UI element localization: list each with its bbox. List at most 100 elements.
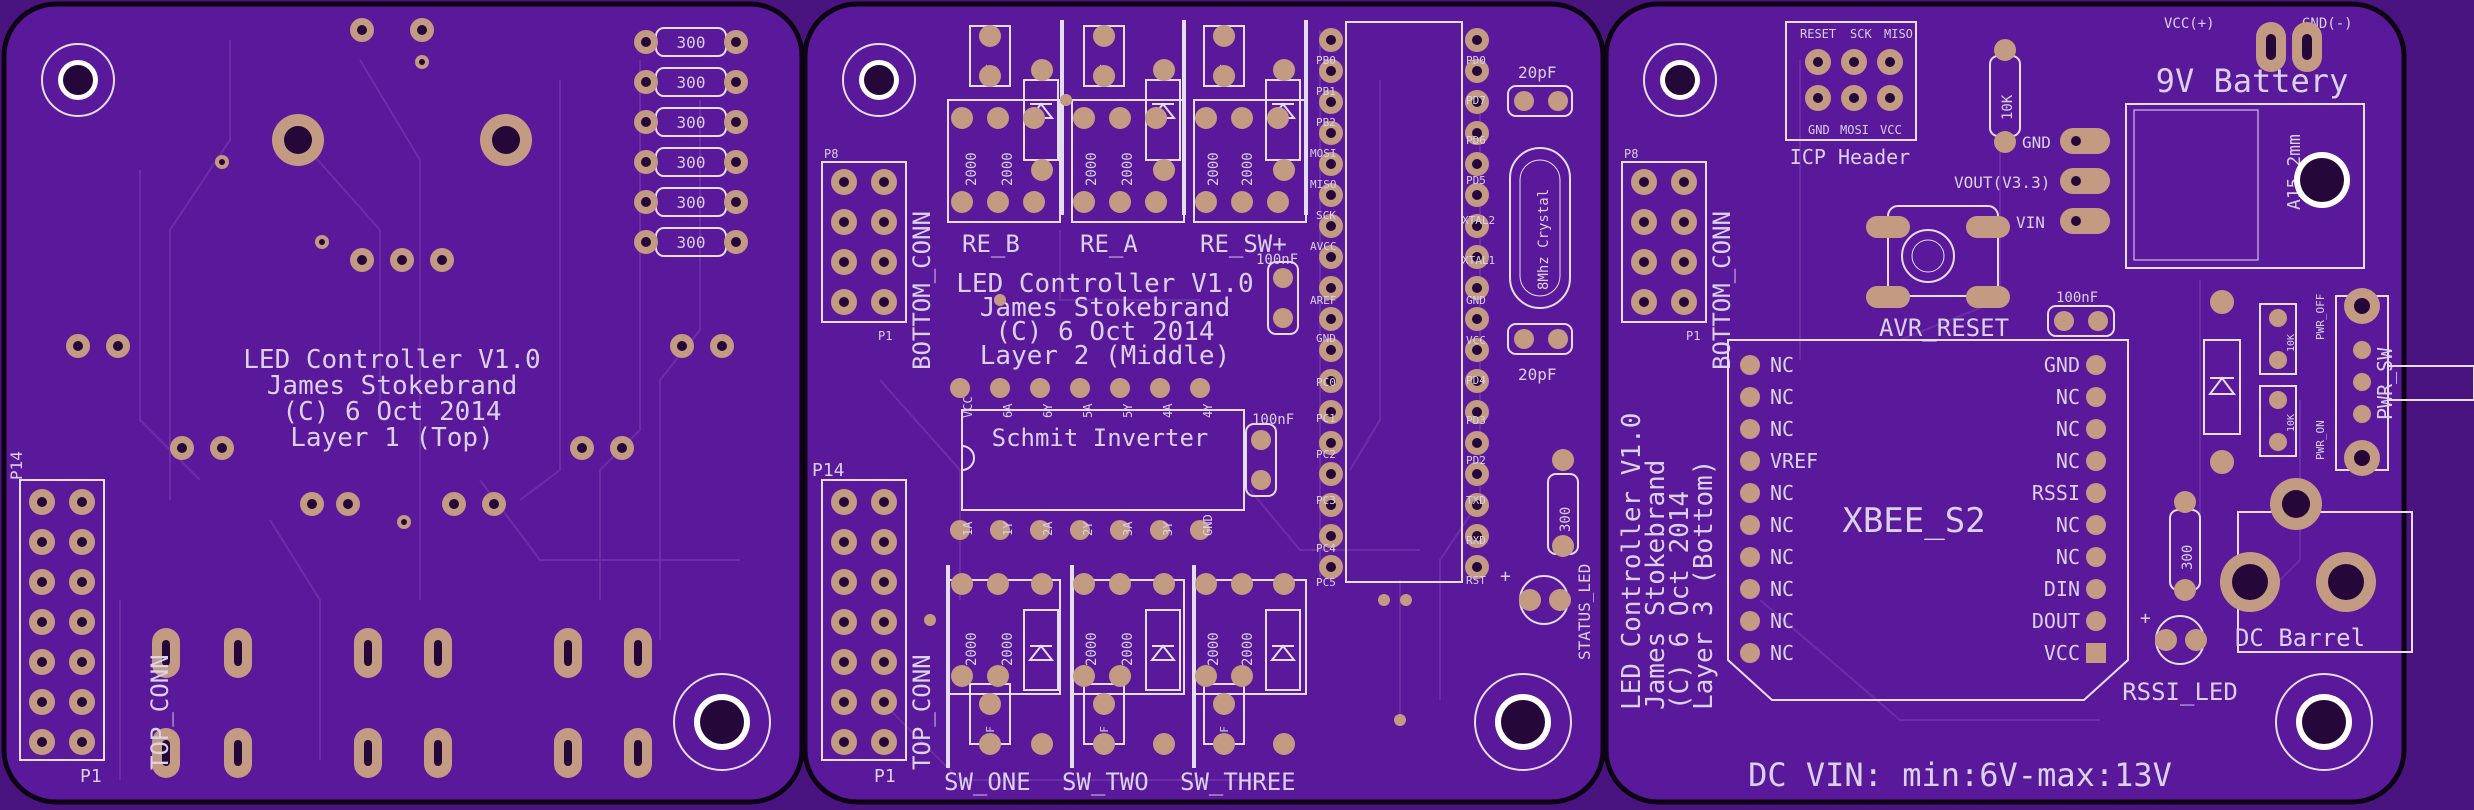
board-outline-bottom [1603, 1, 2407, 805]
svg-text:PD6: PD6 [1466, 134, 1486, 147]
svg-text:NC: NC [2056, 417, 2080, 441]
label-rssi-led: RSSI_LED [2122, 678, 2238, 706]
svg-text:+: + [2140, 608, 2151, 629]
svg-text:NC: NC [1770, 353, 1794, 377]
svg-text:2000: 2000 [1206, 152, 1222, 186]
encoder-pads-top [951, 25, 1295, 213]
cap-100nf-mcu: 100nF [1256, 252, 1299, 335]
encoder-group-re-sw: 1nF 2000 2000 RE_SW+ [1193, 20, 1308, 258]
icp-header: RESET SCK MISO GND MOSI VCC ICP Header [1785, 21, 1917, 169]
slot-pads-top [152, 628, 652, 778]
svg-text:2000: 2000 [1120, 632, 1136, 666]
svg-text:PC1: PC1 [1316, 412, 1336, 425]
label-vcc-plus: VCC(+) [2164, 16, 2215, 32]
svg-text:1Y: 1Y [1001, 521, 1015, 536]
svg-text:XTAL2: XTAL2 [1462, 214, 1495, 227]
svg-text:(C) 6 Oct 2014: (C) 6 Oct 2014 [1665, 491, 1695, 710]
svg-text:SCK: SCK [1316, 209, 1336, 222]
svg-text:VCC: VCC [1466, 334, 1486, 347]
rssi-led: 300 + RSSI_LED [2122, 491, 2238, 706]
svg-text:20pF: 20pF [1518, 63, 1557, 82]
svg-text:NC: NC [1770, 385, 1794, 409]
power-switch: 10K 10K PWR_OFF PWR_ON PWR_SW [2259, 288, 2474, 476]
svg-text:2A: 2A [1041, 521, 1055, 536]
label-p14: P14 [812, 460, 845, 481]
board-outline-top [1, 1, 805, 805]
header-bottom-conn-bottom: P8 P1 BOTTOM_CONN [1621, 147, 1736, 370]
title-line-1: LED Controller V1.0 [243, 345, 540, 375]
pads-top [66, 18, 734, 529]
svg-text:PD3: PD3 [1466, 414, 1486, 427]
title-block-bottom: LED Controller V1.0 James Stokebrand (C)… [1617, 413, 1719, 710]
crystal-8mhz: 20pF 8Mhz Crystal 20pF [1507, 63, 1573, 384]
svg-text:MISO: MISO [1884, 27, 1913, 41]
avr-reset-button: AVR_RESET [1866, 205, 2010, 342]
mount-hole-ring [41, 43, 115, 117]
svg-text:+: + [1500, 566, 1511, 587]
svg-text:2000: 2000 [964, 152, 980, 186]
board-bottom: RESET SCK MISO GND MOSI VCC ICP Header 1… [1617, 16, 2474, 794]
svg-text:2000: 2000 [1084, 632, 1100, 666]
label-p1: P1 [878, 329, 892, 343]
voltage-regulator: A15,2mm GND VOUT(V3.3) VIN [1954, 103, 2365, 269]
svg-text:VCC: VCC [1880, 123, 1902, 137]
label-pwr-sw: PWR_SW [2373, 347, 2397, 420]
svg-text:PB2: PB2 [1316, 116, 1336, 129]
svg-text:3Y: 3Y [1161, 521, 1175, 536]
svg-text:SCK: SCK [1850, 27, 1872, 41]
label-schmitt-inverter: Schmit Inverter [992, 424, 1209, 452]
svg-text:NC: NC [1770, 545, 1794, 569]
svg-text:MOSI: MOSI [1840, 123, 1869, 137]
svg-text:(C) 6 Oct 2014: (C) 6 Oct 2014 [995, 317, 1214, 347]
svg-text:6Y: 6Y [1041, 403, 1055, 418]
svg-text:LED Controller V1.0: LED Controller V1.0 [956, 269, 1253, 299]
svg-text:100nF: 100nF [1256, 252, 1298, 268]
label-p1: P1 [874, 766, 896, 787]
switch-group-sw-three: 1nF 2000 2000 SW_THREE [1180, 565, 1307, 796]
svg-text:Layer 3 (Bottom): Layer 3 (Bottom) [1689, 460, 1719, 710]
label-sw-one: SW_ONE [944, 768, 1031, 796]
resistor-value: 300 [677, 193, 706, 212]
svg-text:MOSI: MOSI [1310, 147, 1337, 160]
title-line-4: Layer 1 (Top) [290, 423, 494, 453]
svg-text:NC: NC [1770, 609, 1794, 633]
svg-text:PC2: PC2 [1316, 448, 1336, 461]
title-line-3: (C) 6 Oct 2014 [282, 397, 501, 427]
svg-text:PD0: PD0 [1466, 54, 1486, 67]
title-block-middle: LED Controller V1.0 James Stokebrand (C)… [956, 269, 1253, 371]
svg-text:10K: 10K [2000, 94, 2016, 120]
switch-pads [951, 573, 1295, 755]
svg-text:10K: 10K [2286, 334, 2297, 352]
svg-text:6A: 6A [1001, 403, 1015, 418]
label-p1: P1 [80, 766, 102, 787]
ic-schmitt-inverter: Schmit Inverter VCC 6A 6Y 5A 5Y 4A 4Y 1A… [950, 378, 1245, 540]
svg-text:TXD: TXD [1466, 494, 1486, 507]
encoder-group-re-a: 1nF 2000 2000 RE_A [1071, 20, 1186, 258]
svg-text:2000: 2000 [1000, 152, 1016, 186]
label-xbee: XBEE_S2 [1842, 501, 1985, 541]
svg-text:LED Controller V1.0: LED Controller V1.0 [1617, 413, 1647, 710]
resistor-value: 300 [677, 153, 706, 172]
switch-group-sw-two: 1nF 2000 2000 SW_TWO [1062, 565, 1185, 796]
svg-text:P8: P8 [1624, 147, 1638, 161]
dc-barrel-jack: DC Barrel [2220, 478, 2413, 653]
label-p8: P8 [824, 147, 838, 161]
label-re-sw: RE_SW+ [1200, 230, 1287, 258]
svg-text:PB1: PB1 [1316, 85, 1336, 98]
svg-text:2000: 2000 [1000, 632, 1016, 666]
header-top-conn: P14 P1 TOP_CONN [7, 451, 174, 787]
svg-text:RST: RST [1466, 574, 1486, 587]
power-diode [2203, 290, 2241, 474]
board-middle: P8 P1 BOTTOM_CONN [812, 20, 1594, 796]
svg-text:PD7: PD7 [1466, 94, 1486, 107]
svg-text:1A: 1A [961, 521, 975, 536]
label-icp-header: ICP Header [1790, 145, 1910, 169]
label-sw-two: SW_TWO [1062, 768, 1149, 796]
label-bottom-conn: BOTTOM_CONN [908, 211, 936, 370]
svg-text:PC4: PC4 [1316, 542, 1336, 555]
svg-text:GND: GND [1201, 514, 1215, 536]
label-top-conn: TOP_CONN [908, 654, 936, 770]
svg-text:NC: NC [1770, 481, 1794, 505]
ic-microcontroller: PB0 PB1 PB2 MOSI MISO SCK AVCC AREF GND … [1310, 21, 1495, 589]
